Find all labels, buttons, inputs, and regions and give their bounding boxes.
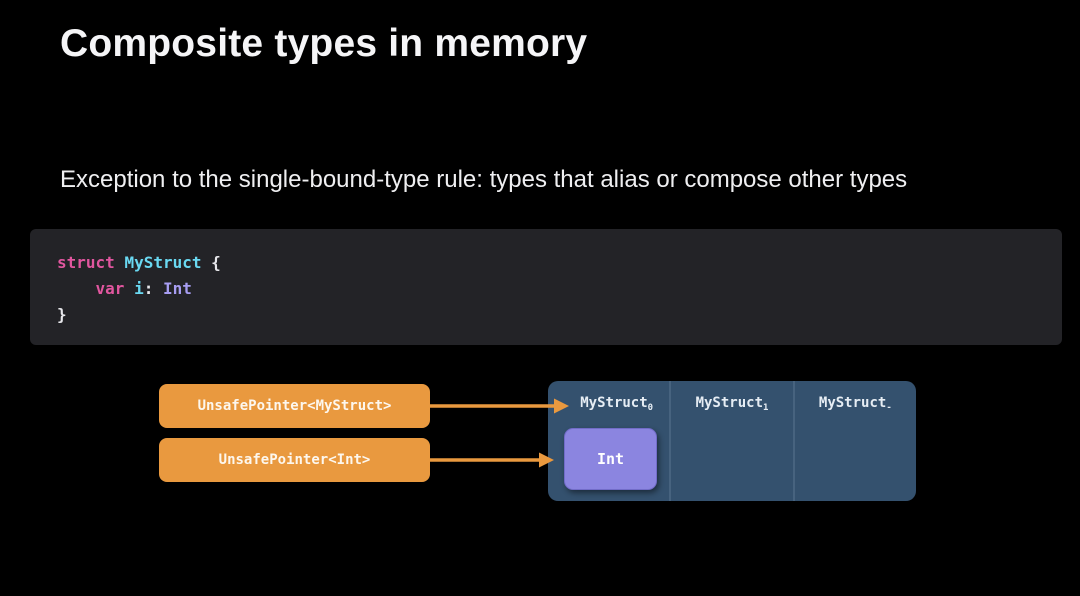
- memory-cell-label: MyStruct1: [671, 395, 792, 413]
- cell-label-subscript: 0: [647, 403, 654, 413]
- cell-label-subscript: 1: [763, 403, 769, 413]
- cell-label-subscript: -: [886, 403, 892, 413]
- code-line-2: var i: Int: [57, 276, 1062, 302]
- pointer-arrows: [430, 398, 569, 468]
- code-keyword-struct: struct: [57, 253, 115, 272]
- code-indent: [57, 279, 96, 298]
- code-colon: :: [143, 279, 163, 298]
- cell-label-base: MyStruct: [818, 395, 887, 411]
- code-line-1: struct MyStruct {: [57, 250, 1062, 276]
- memory-cell-label: MyStruct0: [548, 395, 669, 413]
- int-value-box: Int: [564, 428, 657, 490]
- subtitle: Exception to the single-bound-type rule:…: [60, 166, 908, 193]
- code-varname-i: i: [134, 279, 144, 298]
- code-close-brace: }: [57, 305, 67, 324]
- arrow-mystruct-pointer: [430, 398, 569, 414]
- code-open-brace: {: [201, 253, 221, 272]
- cell-label-base: MyStruct: [695, 395, 763, 411]
- code-line-3: }: [57, 302, 1062, 328]
- pointer-box-unsafepointer-int: UnsafePointer<Int>: [159, 438, 430, 482]
- memory-cell-0: MyStruct0 Int: [548, 381, 669, 501]
- memory-cell-n: MyStruct-: [792, 381, 916, 501]
- memory-block: MyStruct0 Int MyStruct1 MyStruct-: [548, 381, 916, 501]
- code-space: [124, 279, 134, 298]
- arrow-int-pointer: [430, 452, 554, 468]
- code-space: [115, 253, 125, 272]
- code-block: struct MyStruct { var i: Int }: [30, 229, 1062, 345]
- pointer-box-unsafepointer-mystruct: UnsafePointer<MyStruct>: [159, 384, 430, 428]
- code-keyword-var: var: [95, 279, 125, 298]
- page-title: Composite types in memory: [60, 22, 588, 65]
- code-typeref-int: Int: [162, 279, 192, 298]
- pointer-box-label: UnsafePointer<Int>: [218, 452, 371, 468]
- int-box-label: Int: [596, 450, 625, 468]
- pointer-box-label: UnsafePointer<MyStruct>: [197, 398, 392, 414]
- memory-cell-1: MyStruct1: [669, 381, 792, 501]
- cell-label-base: MyStruct: [580, 395, 648, 411]
- code-typename-mystruct: MyStruct: [124, 253, 202, 272]
- memory-cell-label: MyStruct-: [795, 395, 916, 413]
